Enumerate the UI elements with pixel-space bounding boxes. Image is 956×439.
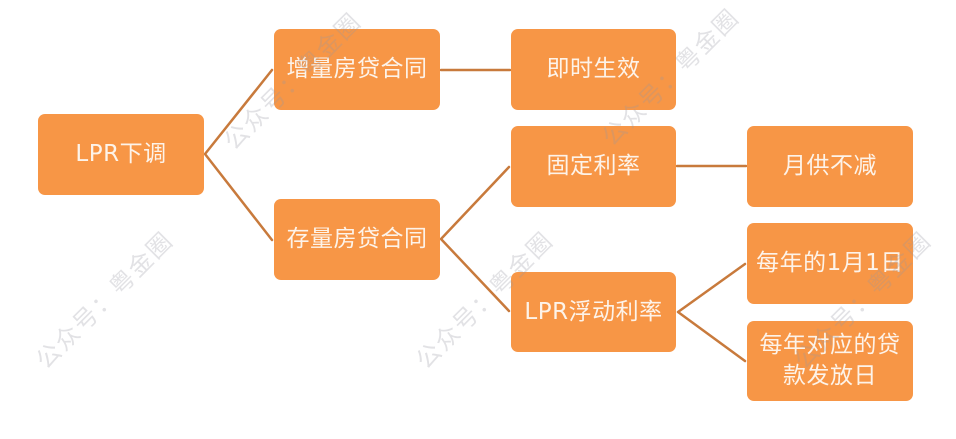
node-jan-first-each-year[interactable]: 每年的1月1日: [747, 223, 913, 304]
node-payment-unchanged[interactable]: 月供不减: [747, 126, 913, 207]
node-label-line1: 每年对应的贷: [759, 332, 901, 358]
node-label: 固定利率: [546, 153, 641, 179]
node-label: 增量房贷合同: [286, 56, 428, 82]
node-immediate-effect[interactable]: 即时生效: [511, 29, 676, 110]
node-incremental-mortgage[interactable]: 增量房贷合同: [274, 29, 440, 110]
connector-floating-to-dates: [676, 262, 747, 363]
node-label: LPR浮动利率: [524, 298, 663, 325]
connector-root-to-incremental: [203, 68, 274, 242]
node-label: 月供不减: [783, 153, 877, 179]
node-label: 即时生效: [546, 56, 641, 82]
node-existing-mortgage[interactable]: 存量房贷合同: [274, 199, 440, 280]
node-fixed-rate[interactable]: 固定利率: [511, 126, 676, 207]
node-label: 每年的1月1日: [756, 250, 904, 276]
node-label-line2: 款发放日: [783, 363, 877, 389]
node-lpr-cut[interactable]: LPR下调: [38, 114, 204, 195]
node-lpr-floating-rate[interactable]: LPR浮动利率: [511, 272, 676, 352]
node-label: LPR下调: [75, 141, 167, 167]
node-loan-anniversary-date[interactable]: 每年对应的贷 款发放日: [747, 321, 913, 401]
connector-existing-to-rates: [439, 165, 511, 313]
node-label: 存量房贷合同: [286, 226, 428, 252]
